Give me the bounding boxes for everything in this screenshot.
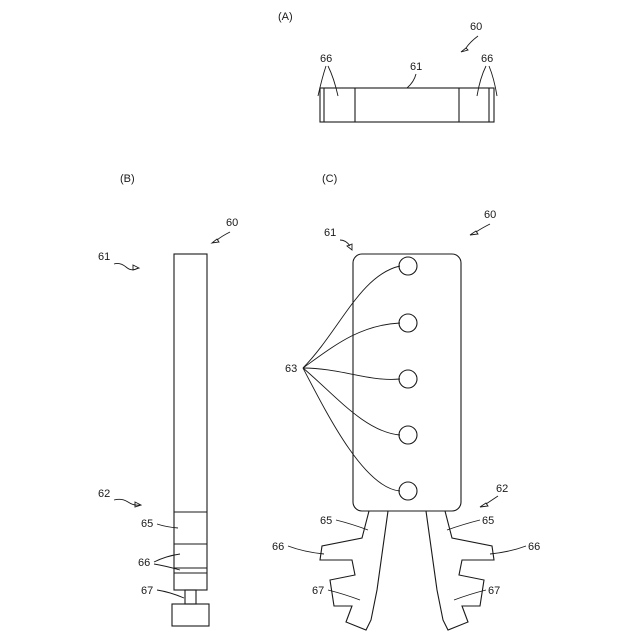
ref-63: 63 bbox=[285, 363, 297, 375]
arrow-61-b bbox=[133, 265, 139, 270]
ref-65-c-right: 65 bbox=[482, 515, 494, 527]
side-body bbox=[174, 254, 207, 590]
leader-66-c-right bbox=[490, 546, 526, 554]
ref-62-c: 62 bbox=[496, 483, 508, 495]
ref-67-b: 67 bbox=[141, 585, 153, 597]
hole-1 bbox=[399, 257, 417, 275]
ref-61-a: 61 bbox=[410, 61, 422, 73]
leader-60-c bbox=[476, 224, 490, 232]
ref-61-b: 61 bbox=[98, 251, 110, 263]
front-arm-right bbox=[426, 511, 494, 630]
ref-65-b: 65 bbox=[141, 518, 153, 530]
arrow-61-c bbox=[347, 244, 352, 250]
leader-66-a-left-2 bbox=[328, 66, 338, 96]
ref-66-c-right: 66 bbox=[528, 541, 540, 553]
leader-63-4 bbox=[303, 368, 400, 435]
hole-4 bbox=[399, 426, 417, 444]
body-top-outline bbox=[320, 88, 494, 122]
ref-61-c: 61 bbox=[324, 227, 336, 239]
hole-5 bbox=[399, 482, 417, 500]
figure-a: (A) 60 61 66 66 bbox=[278, 11, 497, 122]
leader-66-b-2 bbox=[154, 564, 180, 570]
arrow-62-b bbox=[135, 502, 141, 507]
leader-66-b-1 bbox=[154, 554, 180, 562]
ref-62-b: 62 bbox=[98, 488, 110, 500]
ref-66-b: 66 bbox=[138, 557, 150, 569]
arrow-60-c bbox=[470, 231, 478, 235]
leader-65-c-right bbox=[447, 520, 480, 530]
ref-60-c: 60 bbox=[484, 209, 496, 221]
ref-65-c-left: 65 bbox=[320, 515, 332, 527]
ref-60-a: 60 bbox=[470, 21, 482, 33]
ref-66-c-left: 66 bbox=[272, 541, 284, 553]
front-arm-left bbox=[320, 511, 388, 630]
ref-66-a-left: 66 bbox=[320, 53, 332, 65]
figure-b: (B) 60 61 62 65 66 67 bbox=[98, 173, 238, 626]
leader-66-a-left-1 bbox=[318, 66, 326, 96]
ref-66-a-right: 66 bbox=[481, 53, 493, 65]
leader-60-a bbox=[466, 36, 478, 48]
figure-a-label: (A) bbox=[278, 11, 293, 23]
leader-67-b bbox=[157, 590, 184, 598]
front-plate bbox=[353, 254, 461, 511]
leader-66-a-right-2 bbox=[489, 66, 497, 96]
leader-63-2 bbox=[303, 323, 400, 368]
figure-b-label: (B) bbox=[120, 173, 135, 185]
ref-60-b: 60 bbox=[226, 217, 238, 229]
leader-63-5 bbox=[303, 368, 400, 491]
figure-c: (C) 60 61 63 62 65 65 66 66 bbox=[272, 173, 540, 630]
leader-63-3 bbox=[303, 368, 400, 379]
side-tip-stem bbox=[185, 590, 196, 604]
leader-66-a-right-1 bbox=[477, 66, 486, 96]
hole-3 bbox=[399, 370, 417, 388]
leader-66-c-left bbox=[288, 546, 324, 554]
leader-62-c bbox=[486, 496, 498, 504]
side-tip-base bbox=[172, 604, 209, 626]
leader-65-c-left bbox=[336, 520, 368, 530]
figure-c-label: (C) bbox=[322, 173, 337, 185]
leader-61-a bbox=[407, 74, 416, 88]
arrow-62-c bbox=[480, 503, 488, 507]
ref-67-c-right: 67 bbox=[488, 585, 500, 597]
leader-60-b bbox=[217, 232, 230, 240]
hole-2 bbox=[399, 314, 417, 332]
ref-67-c-left: 67 bbox=[312, 585, 324, 597]
leader-65-b bbox=[157, 524, 178, 528]
arrow-60-a bbox=[461, 48, 468, 52]
leader-61-b bbox=[114, 263, 138, 269]
leader-63-1 bbox=[303, 266, 400, 368]
